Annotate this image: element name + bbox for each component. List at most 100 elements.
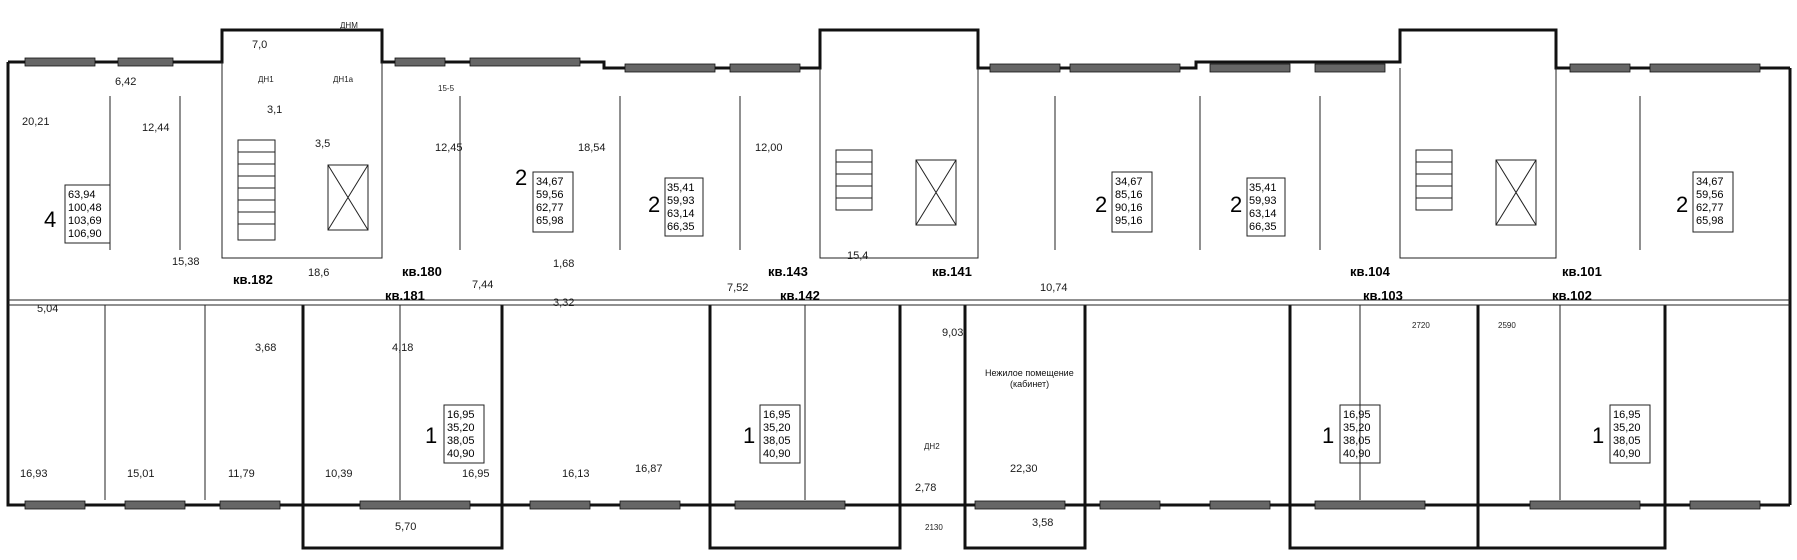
room-label: 7,52 [727,282,748,294]
room-label: 15,38 [172,256,200,268]
area-value: 63,94 [68,189,96,201]
area-value: 66,35 [667,221,695,233]
room-count: 4 [44,207,56,232]
room-label: 4,18 [392,342,413,354]
room-label: ДН1а [333,75,354,84]
room-label: 5,70 [395,521,416,533]
area-value: 95,16 [1115,215,1143,227]
room-label: 3,1 [267,104,282,116]
room-label: 15,01 [127,468,155,480]
apartment-label: кв.141 [932,264,972,279]
area-value: 65,98 [536,215,564,227]
apartment-label: кв.103 [1363,288,1403,303]
windows [24,57,1761,510]
area-tables: 4 63,94 100,48 103,69 106,90 1 16,95 35,… [44,165,1734,464]
room-labels: 6,42 20,21 12,44 15,38 5,04 16,93 15,01 … [20,21,1516,533]
area-value: 59,93 [667,195,695,207]
room-label: 16,93 [20,468,48,480]
area-value: 38,05 [1343,435,1371,447]
room-label: 12,44 [142,122,170,134]
area-value: 103,69 [68,215,102,227]
apartment-label: кв.181 [385,288,425,303]
room-label: 7,0 [252,39,267,51]
area-value: 35,20 [1343,422,1371,434]
room-label: 3,32 [553,297,574,309]
room-label: 3,58 [1032,517,1053,529]
apartment-label: кв.101 [1562,264,1602,279]
area-value: 35,20 [763,422,791,434]
area-value: 85,16 [1115,189,1143,201]
room-label: 18,6 [308,267,329,279]
room-count: 2 [648,192,660,217]
room-count: 2 [1230,192,1242,217]
area-value: 16,95 [1613,409,1641,421]
apartment-label: кв.180 [402,264,442,279]
non-residential-label: Нежилое помещение [985,368,1074,378]
area-value: 40,90 [763,448,791,460]
room-label: 2,78 [915,482,936,494]
room-label: 3,5 [315,138,330,150]
area-value: 34,67 [1696,176,1724,188]
room-label: 20,21 [22,116,50,128]
room-label: ДН1 [258,75,274,84]
area-value: 106,90 [68,228,102,240]
area-value: 35,41 [1249,182,1277,194]
room-label: 15-5 [438,84,455,93]
area-value: 65,98 [1696,215,1724,227]
area-value: 63,14 [667,208,695,220]
room-label: 10,74 [1040,282,1068,294]
area-value: 40,90 [447,448,475,460]
area-value: 34,67 [536,176,564,188]
apartment-label: кв.142 [780,288,820,303]
area-value: 63,14 [1249,208,1277,220]
area-value: 62,77 [1696,202,1724,214]
room-count: 2 [1676,192,1688,217]
area-value: 35,41 [667,182,695,194]
area-value: 90,16 [1115,202,1143,214]
area-value: 35,20 [1613,422,1641,434]
area-value: 62,77 [536,202,564,214]
area-value: 35,20 [447,422,475,434]
room-label: 7,44 [472,279,493,291]
area-value: 16,95 [763,409,791,421]
room-label: 6,42 [115,76,136,88]
area-value: 100,48 [68,202,102,214]
room-label: 2720 [1412,321,1430,330]
room-count: 1 [1322,423,1334,448]
area-value: 38,05 [1613,435,1641,447]
area-value: 16,95 [1343,409,1371,421]
room-count: 1 [425,423,437,448]
room-label: 10,39 [325,468,353,480]
room-label: 1,68 [553,258,574,270]
room-label: ДНМ [340,21,358,30]
area-value: 40,90 [1343,448,1371,460]
room-label: 12,45 [435,142,463,154]
room-count: 1 [743,423,755,448]
room-count: 2 [1095,192,1107,217]
area-value: 59,56 [536,189,564,201]
room-label: ДН2 [924,442,940,451]
room-count: 2 [515,165,527,190]
area-value: 59,56 [1696,189,1724,201]
room-label: 16,13 [562,468,590,480]
non-residential-sublabel: (кабинет) [1010,379,1049,389]
area-value: 34,67 [1115,176,1143,188]
room-label: 2130 [925,523,943,532]
area-value: 59,93 [1249,195,1277,207]
room-label: 16,87 [635,463,663,475]
area-value: 38,05 [447,435,475,447]
area-value: 40,90 [1613,448,1641,460]
room-count: 1 [1592,423,1604,448]
room-label: 11,79 [228,468,255,480]
room-label: 2590 [1498,321,1516,330]
area-value: 16,95 [447,409,475,421]
room-label: 12,00 [755,142,783,154]
apartment-label: кв.143 [768,264,808,279]
area-value: 38,05 [763,435,791,447]
room-label: 18,54 [578,142,606,154]
apartment-label: кв.102 [1552,288,1592,303]
room-label: 5,04 [37,303,58,315]
apartment-labels: кв.182 кв.181 кв.180 кв.143 кв.142 кв.14… [233,264,1602,303]
area-value: 66,35 [1249,221,1277,233]
